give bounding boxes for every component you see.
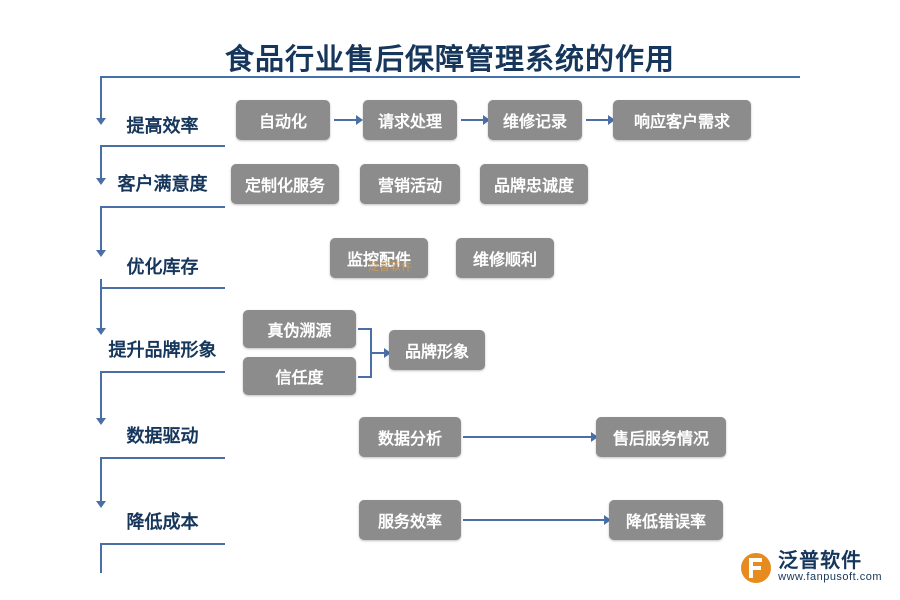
row-label-efficiency: 提高效率 [126,116,199,136]
node-marketing[interactable]: 营销活动 [360,164,460,204]
node-error-reduction[interactable]: 降低错误率 [609,500,723,540]
row-label-inventory: 优化库存 [126,257,199,277]
row-label-satisfaction: 客户满意度 [117,174,208,194]
node-parts-monitoring[interactable]: 监控配件 [330,238,428,278]
connector-r4-top [358,328,372,330]
spine-segment-6 [100,459,102,503]
node-service-efficiency[interactable]: 服务效率 [359,500,461,540]
row-divider-4 [100,371,225,373]
connector-head-r1-3 [608,115,615,125]
center-watermark: 泛普软件 [368,261,412,273]
spine-segment-7 [100,545,102,573]
row-label-brand: 提升品牌形象 [108,340,217,360]
brand-logo: 泛普软件 www.fanpusoft.com [741,551,882,584]
connector-r5 [463,436,593,438]
row-divider-6 [100,543,225,545]
row-divider-2 [100,206,225,208]
node-brand-image[interactable]: 品牌形象 [389,330,485,370]
connector-head-r6 [604,515,611,525]
node-customer-response[interactable]: 响应客户需求 [613,100,751,140]
connector-r1-2 [461,119,485,121]
row-divider-3 [100,287,225,289]
connector-r1-1 [334,119,358,121]
spine-arrow-3 [96,250,106,257]
logo-mark-icon [741,552,772,583]
node-repair-records[interactable]: 维修记录 [488,100,582,140]
node-smooth-repair[interactable]: 维修顺利 [456,238,554,278]
spine-arrow-4 [96,328,106,335]
row-label-data-driven: 数据驱动 [126,426,199,446]
connector-head-r1-2 [483,115,490,125]
spine-segment-5 [100,373,102,420]
connector-r1-3 [586,119,610,121]
row-divider-1 [100,145,225,147]
row-divider-5 [100,457,225,459]
spine-segment-2 [100,147,102,180]
connector-r6 [463,519,606,521]
connector-r4-out [370,352,386,354]
spine-arrow-2 [96,178,106,185]
logo-url: www.fanpusoft.com [778,571,882,584]
connector-head-r1-1 [356,115,363,125]
logo-text: 泛普软件 www.fanpusoft.com [778,551,882,584]
node-authenticity-trace[interactable]: 真伪溯源 [243,310,356,348]
spine-arrow-5 [96,418,106,425]
row-label-cost: 降低成本 [126,512,199,532]
spine-arrow-6 [96,501,106,508]
connector-head-r4 [384,348,391,358]
node-after-sales-status[interactable]: 售后服务情况 [596,417,726,457]
spine-segment-4 [100,279,102,330]
title-divider [100,76,800,78]
node-data-analysis[interactable]: 数据分析 [359,417,461,457]
spine-segment-1 [100,78,102,120]
node-automation[interactable]: 自动化 [236,100,330,140]
node-request-handling[interactable]: 请求处理 [363,100,457,140]
spine-arrow-1 [96,118,106,125]
node-brand-loyalty[interactable]: 品牌忠诚度 [480,164,588,204]
page-title: 食品行业售后保障管理系统的作用 [224,44,675,76]
connector-head-r5 [591,432,598,442]
node-trust[interactable]: 信任度 [243,357,356,395]
node-custom-service[interactable]: 定制化服务 [231,164,339,204]
spine-segment-3 [100,208,102,252]
connector-r4-bottom [358,376,372,378]
logo-name: 泛普软件 [778,550,863,573]
